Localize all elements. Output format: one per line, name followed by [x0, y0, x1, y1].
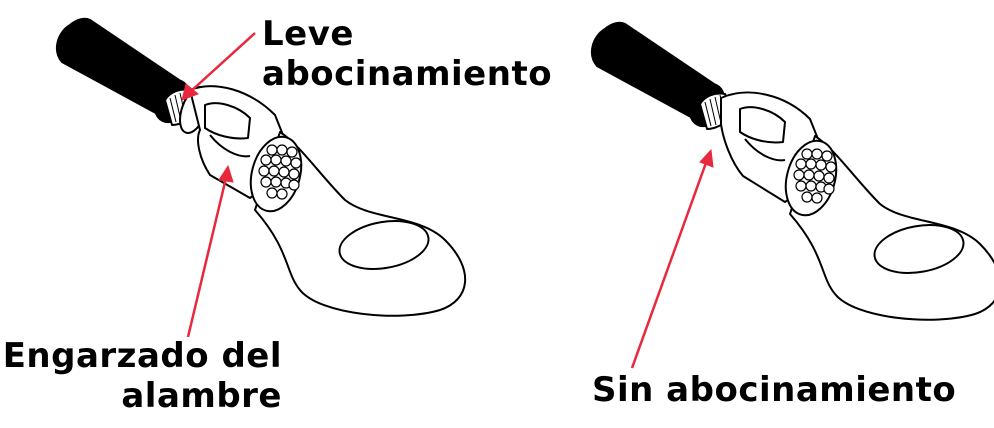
- label-wire-crimp: Engarzado del alambre: [3, 336, 282, 416]
- conductor-strands-right: [793, 148, 837, 204]
- arrow-no-flare: [630, 148, 714, 369]
- conductor-strands-left: [258, 144, 302, 200]
- ring-terminal-right: [590, 21, 994, 321]
- ring-tongue-left: [254, 131, 467, 317]
- crimp-dimple-left: [204, 102, 251, 140]
- label-slight-flare-line1: Leve: [262, 14, 354, 54]
- ring-hole-right: [873, 224, 965, 274]
- arrow-crimp: [186, 164, 234, 338]
- label-wire-crimp-line2: alambre: [121, 376, 282, 416]
- label-wire-crimp-line1: Engarzado del: [2, 336, 282, 376]
- label-slight-flare-line2: abocinamiento: [262, 54, 553, 94]
- arrow-flare: [181, 32, 256, 101]
- crimp-dimple-right: [739, 106, 786, 144]
- label-slight-flare: Leve abocinamiento: [262, 14, 552, 94]
- label-no-flare-text: Sin abocinamiento: [592, 370, 957, 410]
- ring-terminal-left: [55, 17, 467, 317]
- ring-tongue-right: [789, 135, 994, 321]
- ring-hole-left: [338, 220, 430, 270]
- label-no-flare: Sin abocinamiento: [592, 370, 956, 410]
